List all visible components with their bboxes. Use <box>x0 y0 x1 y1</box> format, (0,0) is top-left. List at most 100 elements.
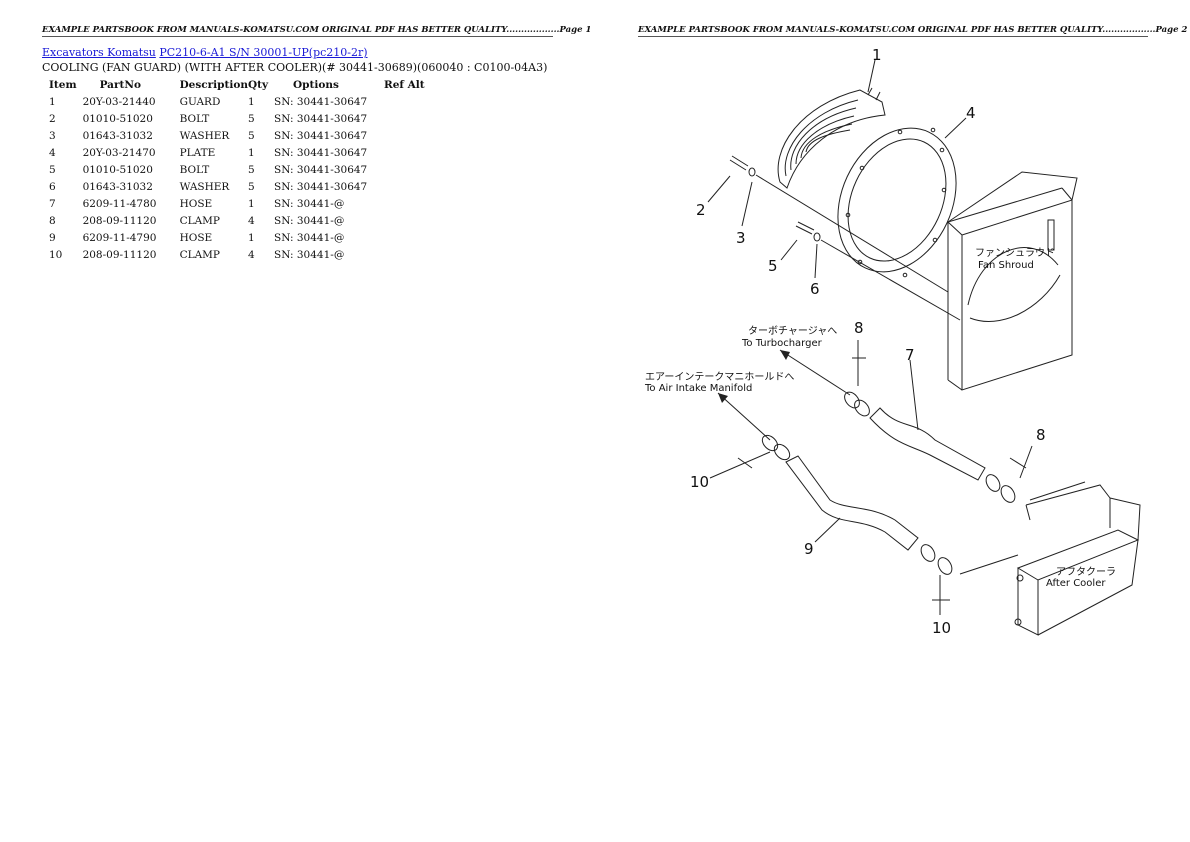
cell-item: 9 <box>49 231 56 244</box>
breadcrumb: Excavators Komatsu PC210-6-A1 S/N 30001-… <box>42 46 368 59</box>
cell-refalt <box>384 161 444 178</box>
bolt-2-part <box>729 155 749 171</box>
cell-partno: 6209-11-4790 <box>82 231 157 244</box>
turbo-label-en: To Turbocharger <box>741 338 823 349</box>
cell-qty: 1 <box>248 197 255 210</box>
cell-description: WASHER <box>179 129 230 142</box>
clamp-10c-part <box>920 544 936 562</box>
cell-refalt <box>384 246 444 263</box>
clamp-8c-part <box>985 474 1001 492</box>
cell-refalt <box>384 127 444 144</box>
cell-refalt <box>384 110 444 127</box>
cell-options: SN: 30441-@ <box>274 248 345 261</box>
callout-8a: 8 <box>854 319 864 337</box>
cell-refalt <box>384 144 444 161</box>
leader-1 <box>867 59 876 93</box>
cell-qty: 5 <box>248 112 255 125</box>
header-description: Description <box>179 78 248 91</box>
leader-2 <box>707 175 731 203</box>
cooler-label-jp: アフタクーラ <box>1056 566 1116 578</box>
clamp-8d-part <box>1000 485 1016 503</box>
cell-qty: 5 <box>248 163 255 176</box>
leader-8b <box>1009 445 1033 479</box>
cell-refalt <box>384 229 444 246</box>
fan-guard-part <box>777 87 886 189</box>
cell-partno: 208-09-11120 <box>82 214 157 227</box>
breadcrumb-link-excavators[interactable]: Excavators Komatsu <box>42 46 156 59</box>
page-1-header: EXAMPLE PARTSBOOK FROM MANUALS-KOMATSU.C… <box>42 25 592 37</box>
cell-description: BOLT <box>179 163 210 176</box>
cell-item: 4 <box>49 146 56 159</box>
clamp-10b-part <box>773 443 791 461</box>
cell-description: GUARD <box>179 95 221 108</box>
arrow-line-intake <box>717 392 771 441</box>
clamp-10a-part <box>761 434 779 452</box>
callout-2: 2 <box>696 201 706 219</box>
cell-qty: 1 <box>248 95 255 108</box>
callout-9: 9 <box>804 540 814 558</box>
clamp-8b-part <box>854 399 870 417</box>
shroud-label-en: Fan Shroud <box>978 260 1034 271</box>
parts-table: Item PartNo Description Qty Options Ref … <box>42 76 444 263</box>
turbo-label-jp: ターボチャージャへ <box>748 325 837 337</box>
page-subtitle: COOLING (FAN GUARD) (WITH AFTER COOLER)(… <box>42 61 548 74</box>
clamp-10d-part <box>937 557 953 575</box>
cell-partno: 01010-51020 <box>82 163 153 176</box>
washer-3-part <box>748 167 756 177</box>
breadcrumb-link-model[interactable]: PC210-6-A1 S/N 30001-UP(pc210-2r) <box>159 46 368 59</box>
cell-item: 6 <box>49 180 56 193</box>
cell-refalt <box>384 178 444 195</box>
header-options: Options <box>293 78 339 91</box>
leader-6 <box>814 243 818 279</box>
cell-item: 10 <box>49 248 63 261</box>
bolt-5-part <box>795 221 815 235</box>
washer-6-part <box>813 232 821 242</box>
cell-item: 2 <box>49 112 56 125</box>
cell-description: HOSE <box>179 197 213 210</box>
cell-qty: 4 <box>248 214 255 227</box>
header-partno: PartNo <box>99 78 141 91</box>
parts-diagram: 1 4 2 3 5 6 8 7 8 10 9 10 ターボチャージャへ To T… <box>638 40 1158 650</box>
header-refalt: Ref Alt <box>384 78 425 91</box>
arrow-line-turbocharger <box>779 349 851 396</box>
cell-partno: 01643-31032 <box>82 129 153 142</box>
callout-10b: 10 <box>932 619 951 637</box>
cell-description: WASHER <box>179 180 230 193</box>
cell-options: SN: 30441-30647 <box>274 163 368 176</box>
arrow-head-turbo-icon <box>780 350 790 360</box>
exploded-view-drawing: 1 4 2 3 5 6 8 7 8 10 9 10 ターボチャージャへ To T… <box>644 46 1141 637</box>
cell-item: 1 <box>49 95 56 108</box>
leader-10b <box>932 575 950 615</box>
bolt-5-axis-line <box>820 239 961 321</box>
cell-refalt <box>384 93 444 110</box>
leader-5 <box>780 239 798 261</box>
cell-options: SN: 30441-30647 <box>274 95 368 108</box>
cell-qty: 5 <box>248 180 255 193</box>
leader-4 <box>944 117 967 139</box>
intake-label-en: To Air Intake Manifold <box>644 383 752 394</box>
cell-item: 8 <box>49 214 56 227</box>
cooler-label-en: After Cooler <box>1046 578 1106 589</box>
cell-qty: 5 <box>248 129 255 142</box>
cell-item: 3 <box>49 129 56 142</box>
hose-7-part <box>869 407 986 481</box>
page-2-header: EXAMPLE PARTSBOOK FROM MANUALS-KOMATSU.C… <box>638 25 1188 37</box>
leader-10a <box>709 451 771 479</box>
cell-refalt <box>384 195 444 212</box>
cell-partno: 01643-31032 <box>82 180 153 193</box>
bolt-2-axis-line <box>755 174 949 293</box>
header-qty: Qty <box>248 78 269 91</box>
after-cooler-part <box>959 481 1141 636</box>
callout-8b: 8 <box>1036 426 1046 444</box>
callout-6: 6 <box>810 280 820 298</box>
cell-qty: 1 <box>248 231 255 244</box>
shroud-label-jp: ファンシュラウド <box>975 247 1055 259</box>
cell-options: SN: 30441-30647 <box>274 180 368 193</box>
intake-label-jp: エアーインテークマニホールドへ <box>645 371 794 383</box>
